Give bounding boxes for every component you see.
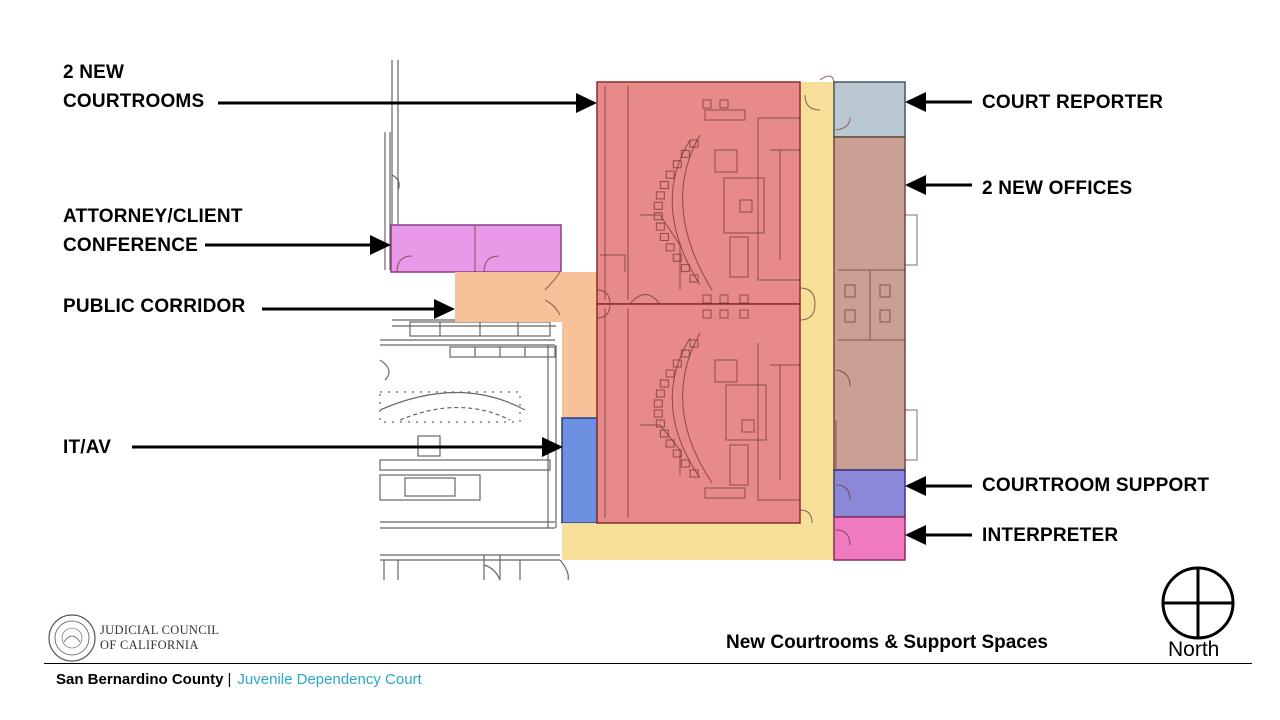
jury-chair-icon	[680, 264, 690, 273]
jury-chair-icon	[659, 379, 669, 388]
footer-separator: |	[227, 671, 232, 688]
interior-linework	[396, 75, 918, 546]
arrow-interpreter	[905, 525, 972, 545]
footer: San Bernardino County| Juvenile Dependenc…	[56, 671, 422, 688]
arrow-court-reporter	[905, 92, 972, 112]
jury-chair-icon	[665, 170, 675, 179]
label-courtrooms-line1: 2 NEW	[63, 62, 125, 83]
arrow-offices	[905, 175, 972, 195]
jury-chair-icon	[659, 181, 669, 190]
label-courtrooms: 2 NEW COURTROOMS	[63, 58, 204, 116]
jury-chair-icon	[659, 429, 669, 438]
arrow-corridor	[262, 299, 455, 319]
zone-courtroom-support	[833, 469, 906, 518]
zone-court-reporter	[833, 81, 906, 138]
slide-title: New Courtrooms & Support Spaces	[726, 632, 1048, 653]
arrow-itav	[132, 437, 563, 457]
jury-chair-icon	[680, 459, 690, 468]
jury-chair-icon	[653, 212, 663, 221]
arrow-attorney	[205, 235, 391, 255]
jury-chair-icon	[655, 419, 665, 428]
label-attorney-line2: CONFERENCE	[63, 235, 199, 256]
jury-chair-icon	[680, 349, 690, 358]
jury-chair-icon	[672, 253, 682, 262]
label-new-offices: 2 NEW OFFICES	[982, 178, 1133, 199]
jury-chair-icon	[672, 160, 682, 169]
footer-divider	[44, 663, 1252, 664]
north-label: North	[1168, 638, 1220, 661]
jury-chair-icon	[655, 191, 665, 200]
logo-text: JUDICIAL COUNCIL OF CALIFORNIA	[100, 623, 219, 653]
label-public-corridor: PUBLIC CORRIDOR	[63, 296, 246, 317]
logo-line2: OF CALIFORNIA	[100, 638, 199, 652]
jury-chair-icon	[689, 339, 699, 348]
arrows	[132, 92, 972, 545]
arrow-courtrooms	[218, 93, 597, 113]
jury-chair-icon	[653, 409, 663, 418]
label-attorney-line1: ATTORNEY/CLIENT	[63, 206, 243, 227]
jury-chair-icon	[672, 449, 682, 458]
footer-court-name: Juvenile Dependency Court	[237, 671, 422, 688]
zone-interpreter	[833, 516, 906, 561]
jury-chair-icon	[689, 469, 699, 478]
zone-courtroom-lower	[596, 303, 801, 524]
jury-chairs	[653, 139, 699, 478]
label-courtroom-support: COURTROOM SUPPORT	[982, 475, 1210, 496]
north-arrow-icon	[1161, 566, 1235, 640]
label-interpreter: INTERPRETER	[982, 525, 1119, 546]
jury-chair-icon	[653, 399, 663, 408]
jury-chair-icon	[655, 389, 665, 398]
arrow-courtroom-support	[905, 476, 972, 496]
jury-chair-icon	[665, 439, 675, 448]
label-court-reporter: COURT REPORTER	[982, 92, 1164, 113]
label-attorney-client: ATTORNEY/CLIENT CONFERENCE	[63, 202, 243, 260]
zone-it-av	[561, 417, 598, 524]
logo-line1: JUDICIAL COUNCIL	[100, 623, 220, 637]
label-it-av: IT/AV	[63, 437, 112, 458]
jury-chair-icon	[689, 274, 699, 283]
jury-chair-icon	[680, 149, 690, 158]
existing-walls	[379, 60, 569, 581]
footer-county: San Bernardino County	[56, 671, 224, 688]
zone-attorney-client-conference	[390, 224, 562, 273]
jury-chair-icon	[665, 369, 675, 378]
label-courtrooms-line2: COURTROOMS	[63, 91, 205, 112]
jury-chair-icon	[655, 222, 665, 231]
jury-chair-icon	[689, 139, 699, 148]
seal-icon	[48, 614, 96, 662]
jury-chair-icon	[659, 232, 669, 241]
jury-chair-icon	[672, 359, 682, 368]
zone-secure-corridor	[562, 82, 834, 560]
zones	[390, 81, 906, 561]
jury-chair-icon	[653, 201, 663, 210]
jury-chair-icon	[665, 243, 675, 252]
zone-public-corridor	[455, 272, 600, 418]
zone-courtroom-upper	[596, 81, 801, 305]
